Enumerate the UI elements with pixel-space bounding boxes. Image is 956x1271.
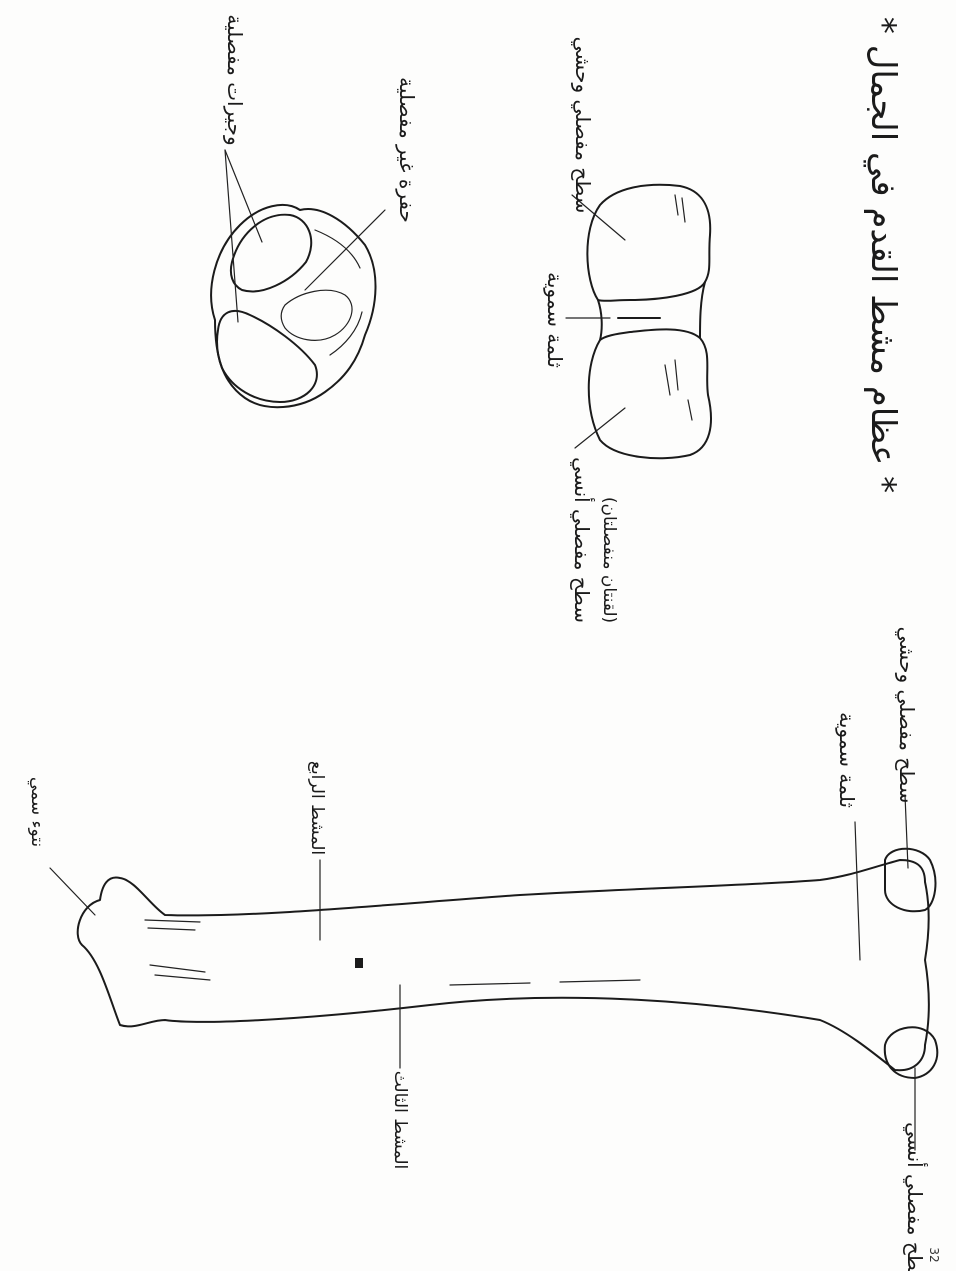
label-proximal-articular-note: (لقنتان منفصلتان) [599,497,619,623]
shaft-dash [450,980,640,985]
label-distal-articular-surface: سطح مفصلي وحشي [570,37,595,214]
bone-side-view [566,185,711,458]
page-title: * عظام مشط القدم في الجمال * [863,17,903,493]
label-proximal-articular-surface: سطح مفصلي أنسي [569,457,595,623]
page-number: 32 [927,1247,941,1262]
side-view-hatching [665,195,692,420]
long-bone-view [50,795,937,1150]
label-side-vascular-groove: ثلمة سموية [543,272,567,368]
label-medial-articular-surface: سطح مفصلي أنسي [902,1122,928,1271]
articular-end-outline [211,205,375,407]
leader-lateral-long [905,795,908,868]
long-bone-outline [78,860,929,1070]
distal-condyle-medial [885,1027,937,1078]
label-lateral-articular-surface: سطح مفصلي وحشي [894,627,919,804]
label-third-metacarpal: المشط الثالث [390,1071,410,1170]
shaft-texture [145,920,210,980]
non-articular-pit [281,290,352,340]
leader-tuberosity [50,868,95,915]
leader-medial-surface [575,408,625,448]
condyle-right-outline [587,185,710,301]
leader-vascular-groove-long [855,822,860,960]
articular-end-view [211,150,385,407]
label-non-articular-pit: حفرة غير مفصلية [395,77,419,223]
label-fourth-metacarpal: المشط الرابع [307,761,327,855]
articular-surface-upper [231,215,311,292]
nutrient-foramen [355,958,363,968]
label-long-vascular-groove: ثلمة سموية [835,712,859,808]
label-tuberosity: نتوء سمي [27,777,47,847]
leader-pit [305,210,385,290]
label-articular-surfaces: وجيرات مفصلية [223,14,247,145]
leader-articular-2 [225,150,238,322]
articular-surface-lower [217,311,317,402]
condyle-left-outline [589,329,711,458]
